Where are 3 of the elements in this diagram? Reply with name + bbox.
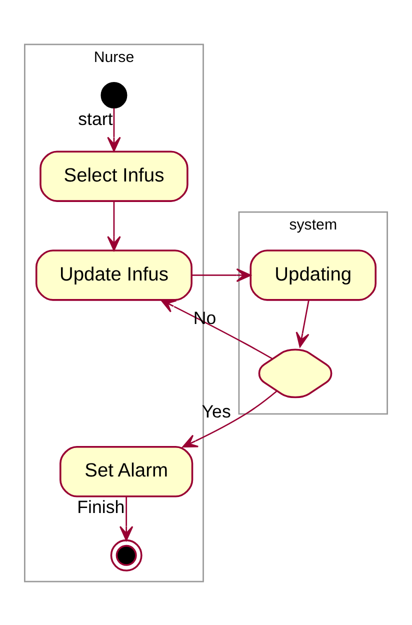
edge-label: start bbox=[78, 108, 113, 128]
edge-label: Finish bbox=[77, 496, 125, 516]
edge-label: Yes bbox=[202, 401, 231, 422]
